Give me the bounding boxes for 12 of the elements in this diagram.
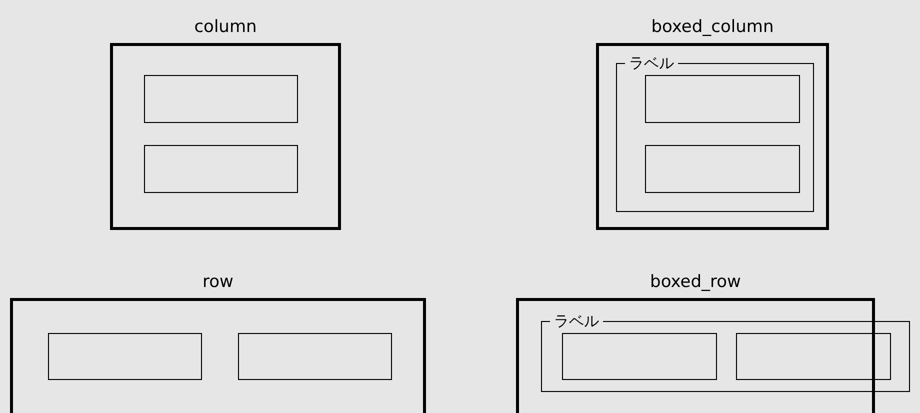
empty-box [562,333,717,380]
empty-box [144,75,298,123]
empty-box [238,333,392,380]
empty-box [48,333,202,380]
empty-box [144,145,298,193]
empty-box [645,75,800,123]
container-heading: boxed_column [650,16,775,39]
empty-box [645,145,800,193]
empty-box [736,333,891,380]
container-heading: row [202,271,234,294]
container-heading: column [193,16,258,39]
container-heading: boxed_row [649,271,742,294]
